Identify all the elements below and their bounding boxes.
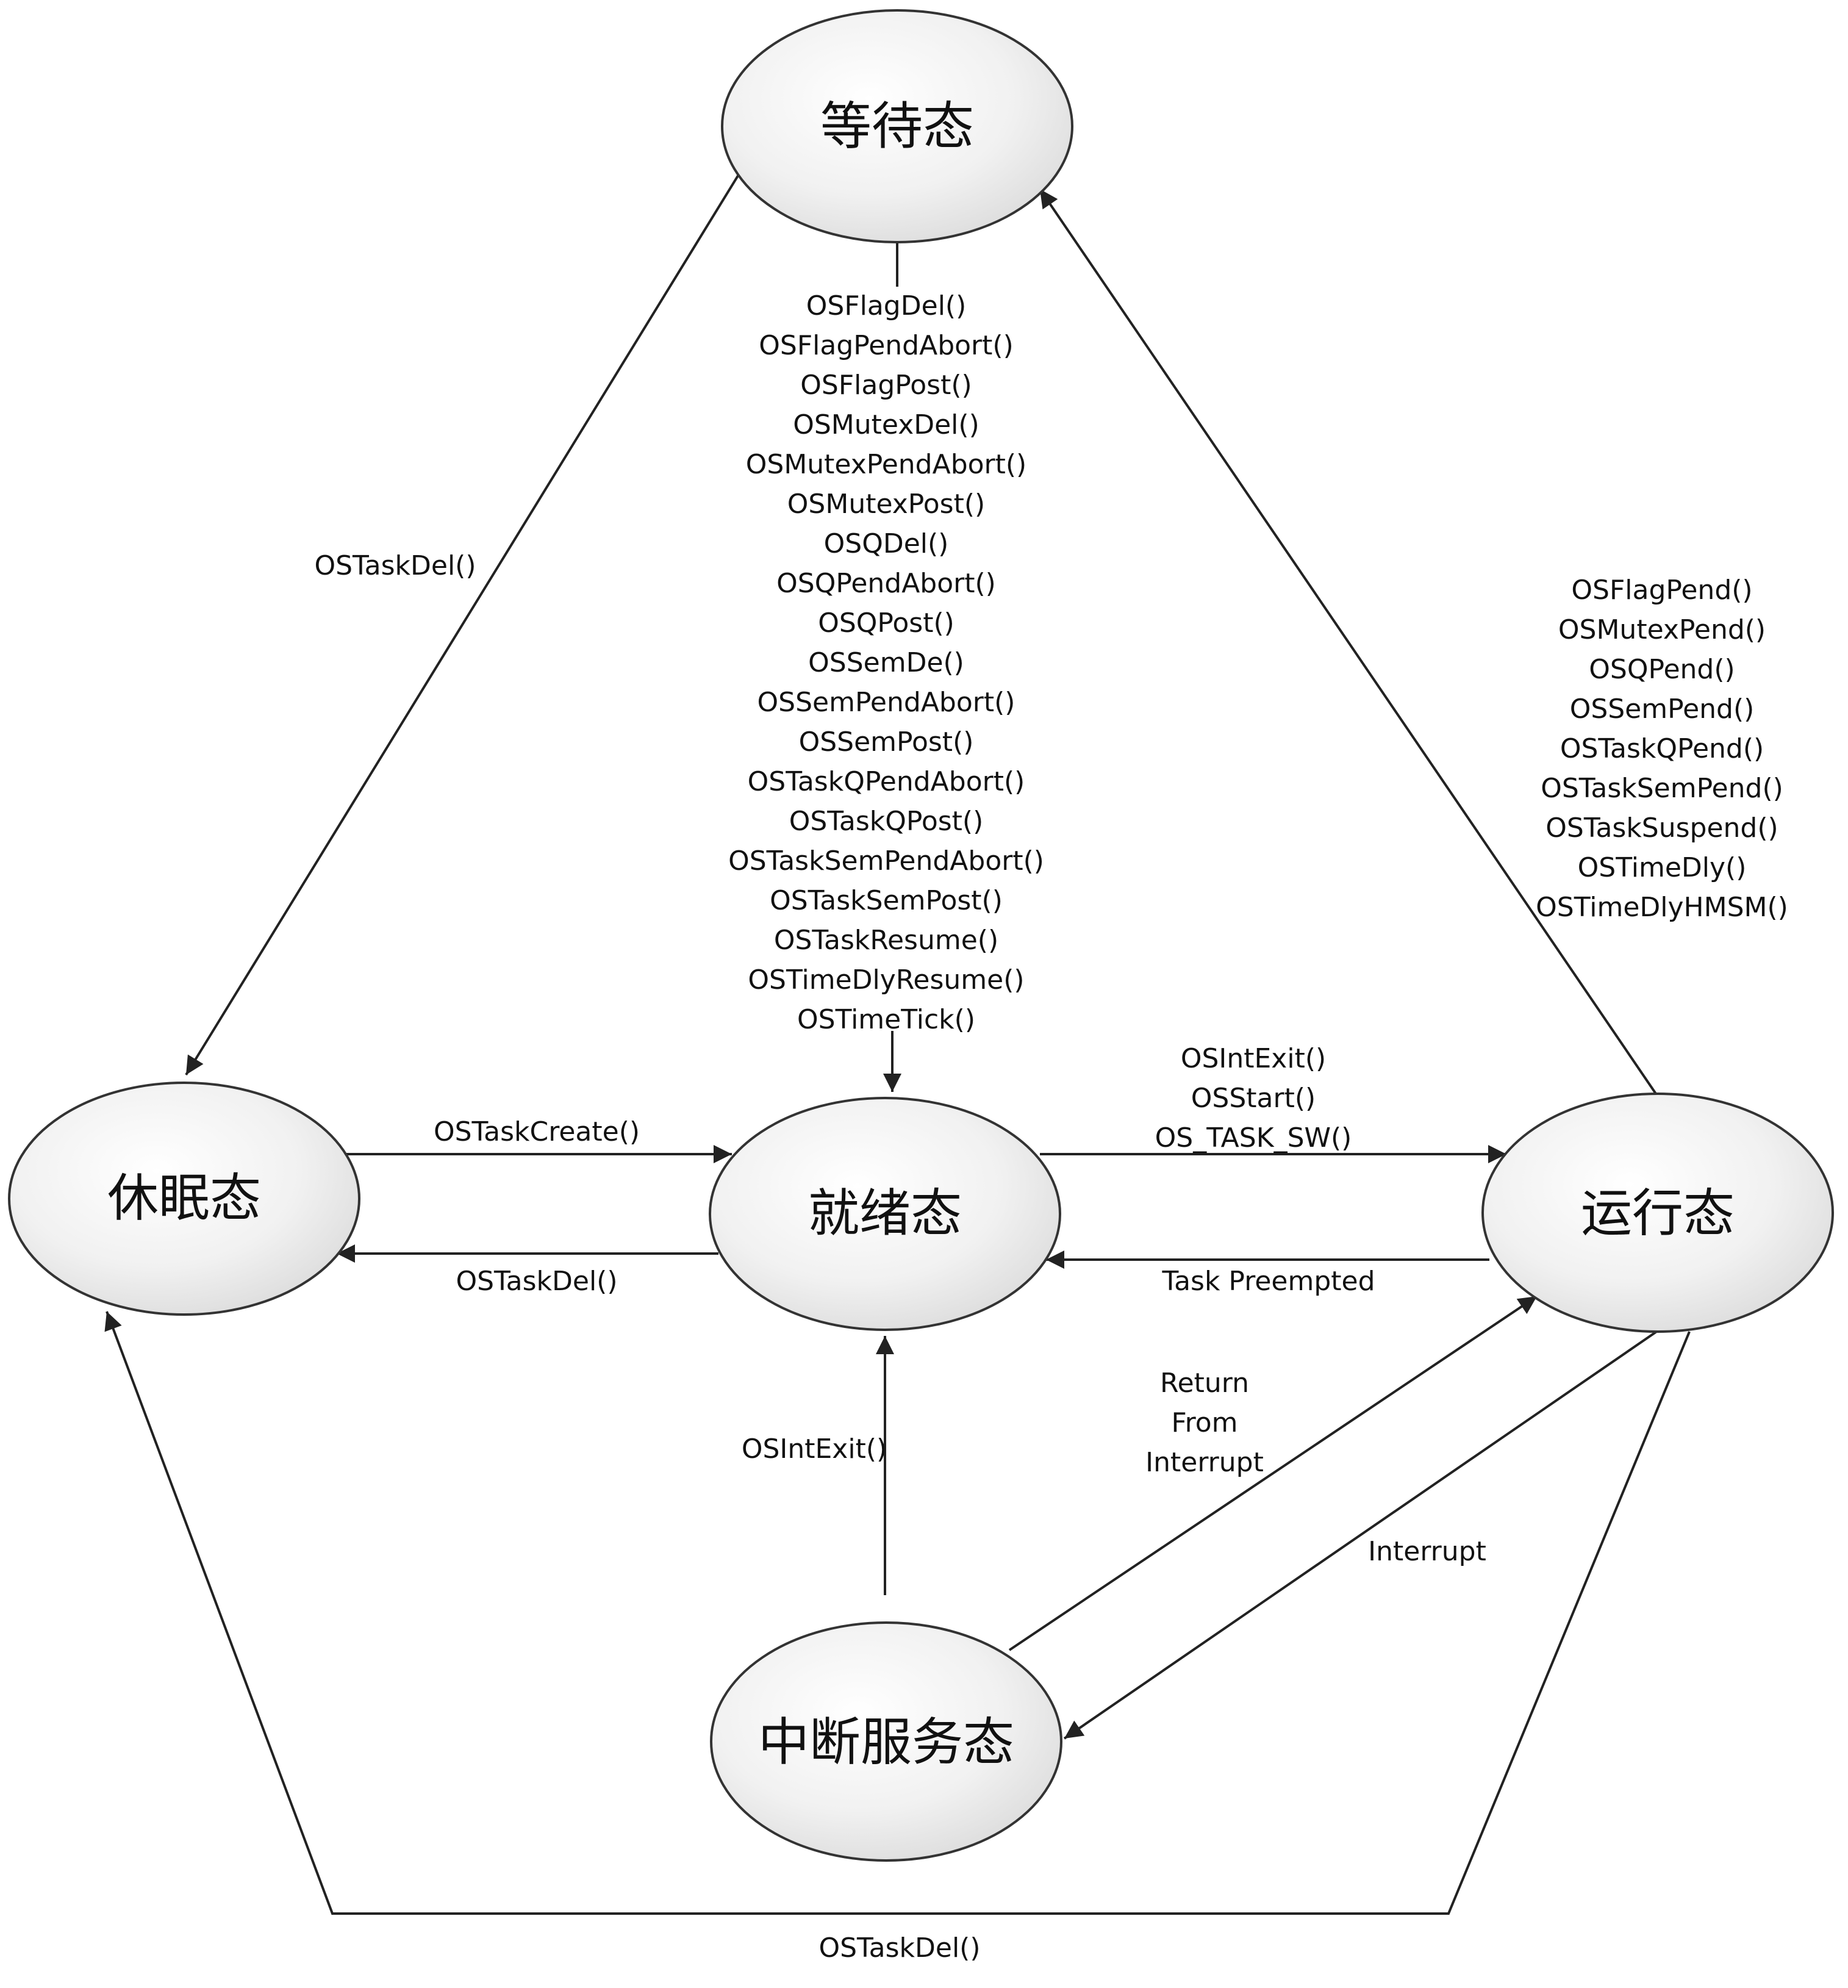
edge-label-waiting-to-ready: OSTaskQPost(): [789, 806, 984, 837]
edge-label-running-to-isr: Interrupt: [1368, 1536, 1486, 1567]
edge-label-ready-to-running: OSStart(): [1191, 1083, 1316, 1114]
edge-label-isr-to-running: From: [1171, 1407, 1237, 1438]
edge-label-running-to-ready: Task Preempted: [1161, 1266, 1375, 1297]
edge-label-running-to-waiting: OSTimeDlyHMSM(): [1536, 892, 1788, 923]
edge-label-waiting-to-ready: OSTaskResume(): [774, 925, 998, 956]
edge-label-running-to-waiting: OSTaskSuspend(): [1545, 813, 1778, 844]
edge-label-running-to-dormant: OSTaskDel(): [818, 1932, 980, 1964]
edge-label-running-to-waiting: OSTaskQPend(): [1560, 733, 1764, 764]
edge-label-waiting-to-ready: OSTaskSemPendAbort(): [728, 845, 1044, 877]
edge-label-waiting-to-ready: OSQPendAbort(): [776, 568, 996, 599]
edge-label-running-to-waiting: OSTimeDly(): [1578, 852, 1747, 883]
edge-label-isr-to-running: Return: [1160, 1368, 1249, 1399]
edge-label-waiting-to-ready: OSMutexPendAbort(): [746, 449, 1026, 480]
edge-running-to-isr: [1063, 1322, 1669, 1740]
edge-label-waiting-to-ready: OSTimeDlyResume(): [748, 964, 1024, 996]
edge-label-waiting-to-ready: OSFlagPendAbort(): [759, 330, 1013, 361]
state-dormant-label: 休眠态: [107, 1168, 261, 1228]
edge-running-to-dormant: [104, 1311, 1691, 1915]
state-isr-label: 中断服务态: [758, 1712, 1014, 1772]
edge-label-waiting-to-dormant: OSTaskDel(): [314, 550, 476, 581]
edge-label-ready-to-running: OSIntExit(): [1181, 1043, 1326, 1074]
edge-label-waiting-to-ready: OSMutexDel(): [793, 409, 980, 440]
state-isr: 中断服务态: [710, 1621, 1062, 1862]
edge-label-waiting-to-ready: OSTaskQPendAbort(): [748, 766, 1025, 797]
edge-label-ready-to-dormant: OSTaskDel(): [456, 1266, 617, 1297]
edge-label-running-to-waiting: OSTaskSemPend(): [1541, 773, 1783, 804]
edge-label-waiting-to-ready: OSMutexPost(): [787, 489, 985, 520]
edge-isr-to-running: [1008, 1295, 1538, 1651]
edge-label-waiting-to-ready: OSSemPendAbort(): [757, 687, 1015, 718]
state-running: 运行态: [1481, 1093, 1834, 1333]
edge-label-waiting-to-ready: OSSemPost(): [799, 727, 974, 758]
edge-label-waiting-to-ready: OSFlagDel(): [806, 290, 967, 321]
edge-running-to-waiting: [1039, 188, 1657, 1095]
edge-label-waiting-to-ready: OSQDel(): [824, 528, 949, 559]
edge-label-isr-to-ready: OSIntExit(): [742, 1434, 887, 1465]
edge-label-waiting-to-ready: OSQPost(): [818, 608, 954, 639]
edge-label-waiting-to-ready: OSSemDe(): [808, 647, 964, 678]
edge-labels: OSTaskDel() OSFlagDel() OSFlagPendAbort() O…: [314, 290, 1788, 1964]
edge-label-running-to-waiting: OSFlagPend(): [1571, 575, 1752, 606]
edge-label-isr-to-running: Interrupt: [1145, 1447, 1264, 1478]
edge-waiting-to-dormant: [185, 174, 739, 1076]
state-waiting-label: 等待态: [820, 96, 974, 156]
edge-label-ready-to-running: OS_TASK_SW(): [1155, 1122, 1352, 1154]
edge-label-dormant-to-ready: OSTaskCreate(): [434, 1116, 640, 1147]
state-waiting: 等待态: [721, 9, 1073, 243]
edge-label-waiting-to-ready: OSTimeTick(): [797, 1004, 975, 1035]
state-dormant: 休眠态: [8, 1082, 360, 1316]
state-running-label: 运行态: [1581, 1183, 1735, 1243]
state-ready: 就绪态: [709, 1097, 1061, 1331]
edge-label-running-to-waiting: OSSemPend(): [1570, 694, 1755, 725]
edge-label-running-to-waiting: OSMutexPend(): [1558, 614, 1766, 645]
edge-label-running-to-waiting: OSQPend(): [1589, 654, 1735, 685]
edge-label-waiting-to-ready: OSFlagPost(): [800, 370, 972, 401]
state-ready-label: 就绪态: [808, 1183, 962, 1243]
edge-label-waiting-to-ready: OSTaskSemPost(): [770, 885, 1003, 916]
